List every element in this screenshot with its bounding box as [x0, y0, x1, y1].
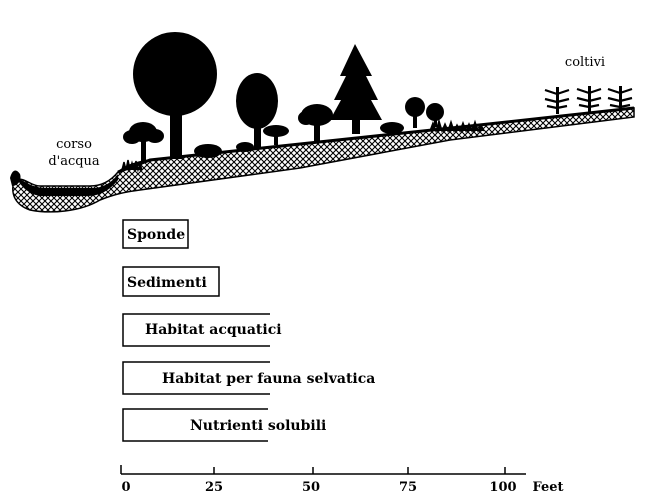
bar-label: Nutrienti solubili — [190, 418, 326, 434]
axis-tick-label: 0 — [121, 480, 130, 494]
stream-label-line1: corso — [56, 137, 92, 152]
bar-habitat-fauna: Habitat per fauna selvatica — [123, 362, 375, 394]
bar-habitat-acquatici: Habitat acquatici — [123, 314, 282, 346]
buffer-bars: Sponde Sedimenti Habitat acquatici Habit… — [123, 220, 375, 441]
bar-label: Sponde — [127, 227, 185, 243]
stream-label-line2: d'acqua — [48, 154, 100, 169]
bar-label: Habitat per fauna selvatica — [162, 371, 375, 387]
axis-tick-label: 100 — [489, 480, 516, 494]
small-tree-2 — [263, 125, 289, 145]
shrub-1 — [194, 144, 222, 158]
landscape-cross-section: corso d'acqua coltivi — [10, 32, 634, 212]
shrub-2 — [236, 142, 254, 152]
bar-sponde: Sponde — [123, 220, 188, 248]
axis-tick-label: 25 — [205, 480, 223, 494]
crop-plant-1 — [545, 87, 569, 114]
small-tree-1 — [123, 122, 164, 162]
small-tree-3 — [298, 104, 333, 141]
conifer-tree — [330, 44, 382, 134]
crops-label: coltivi — [565, 55, 605, 70]
bar-nutrienti-solubili: Nutrienti solubili — [123, 409, 326, 441]
bar-sedimenti: Sedimenti — [123, 267, 219, 296]
bar-label: Sedimenti — [127, 275, 207, 291]
axis-tick-label: 50 — [302, 480, 320, 494]
bar-label: Habitat acquatici — [145, 322, 282, 338]
axis-tick-label: 75 — [399, 480, 417, 494]
crop-plant-2 — [577, 86, 601, 113]
axis-unit-label: Feet — [532, 480, 563, 494]
oval-tree — [236, 73, 278, 148]
shrub-3 — [380, 122, 404, 134]
distance-axis: 0 25 50 75 100 Feet — [121, 465, 564, 494]
